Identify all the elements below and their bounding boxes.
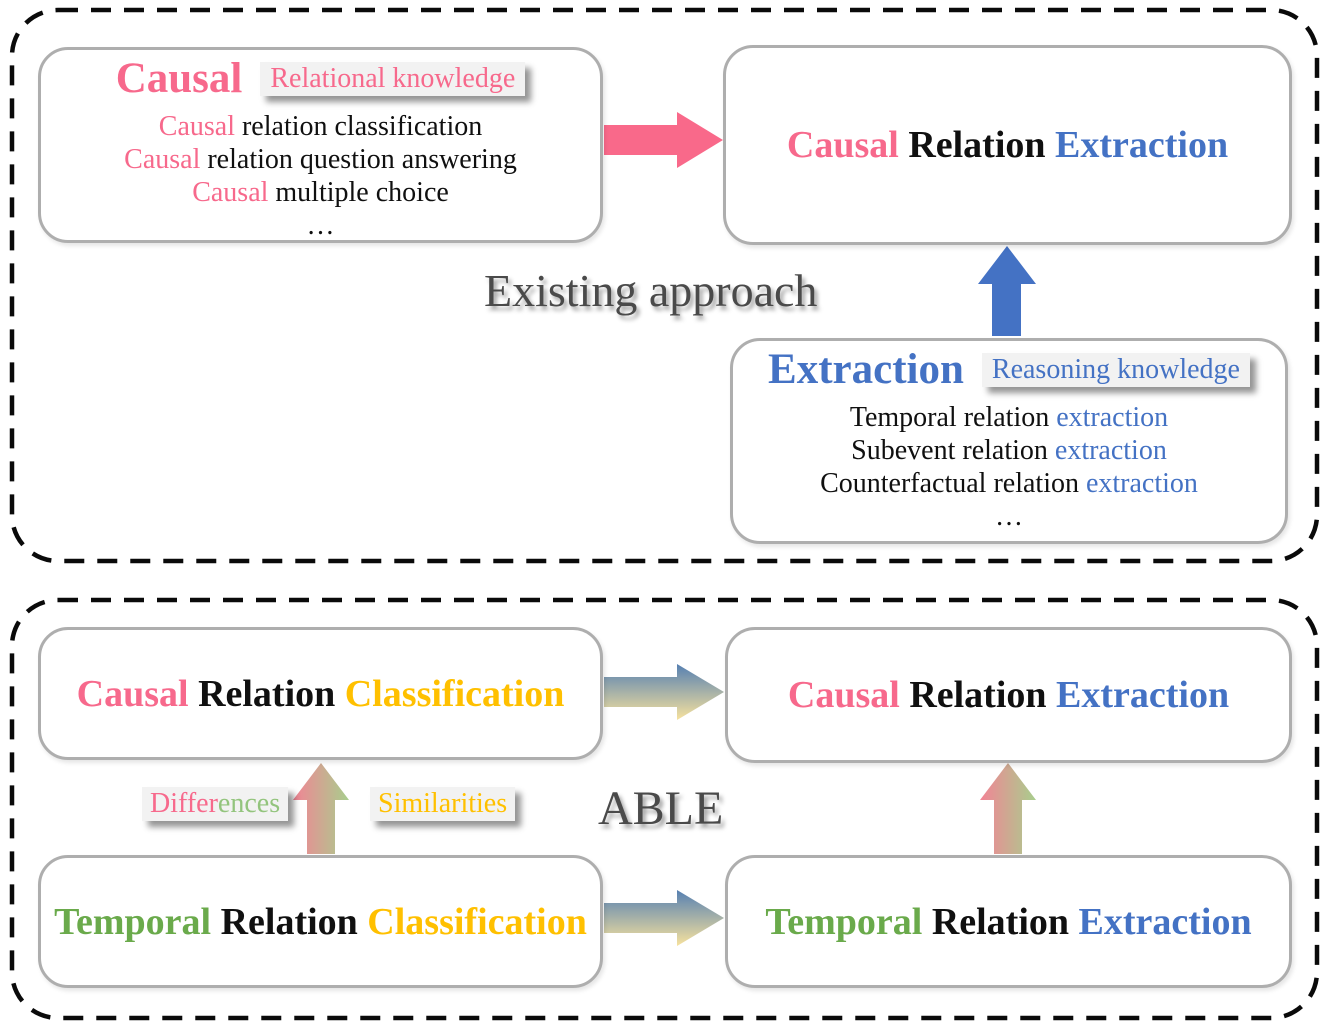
temporal-relation-classification-box: Temporal Relation Classification [38,855,603,988]
extraction-task-item-text: Temporal relation [849,402,1057,433]
causal-relation-extraction-box-top: Causal Relation Extraction [723,45,1292,245]
causal-relation-extraction-title: Causal Relation Extraction [787,123,1228,167]
arrow-differences-similarities-left-icon [293,763,349,854]
existing-approach-caption: Existing approach [484,265,818,316]
title-word-temporal: Temporal [765,900,923,943]
title-word-relation: Relation [931,900,1070,943]
causal-task-item: Causal relation classification [41,110,600,143]
temporal-relation-classification-title: Temporal Relation Classification [54,900,587,944]
title-word-relation: Relation [908,124,1046,166]
similarities-label: Similarities [370,787,516,821]
title-word-classification: Classification [367,900,587,943]
extraction-knowledge-heading-row: Extraction Reasoning knowledge [733,347,1285,393]
differences-label-green-part: ences [217,788,281,819]
causal-task-item-text: relation question answering [200,144,517,175]
arrow-extraction-knowledge-icon [978,246,1036,336]
extraction-task-item-em: extraction [1085,468,1198,499]
causal-task-item-text: relation classification [234,111,483,142]
title-word-causal: Causal [787,674,900,716]
arrow-causal-transfer-icon [604,664,724,720]
causal-task-item: Causal multiple choice [41,176,600,209]
causal-task-item: Causal relation question answering [41,143,600,176]
extraction-task-item-text: Counterfactual relation [820,468,1086,499]
title-word-causal: Causal [76,672,189,715]
causal-relation-extraction-title: Causal Relation Extraction [788,673,1229,717]
extraction-task-item-em: extraction [1056,402,1169,433]
causal-relation-classification-box: Causal Relation Classification [38,627,603,760]
arrow-differences-similarities-right-icon [980,763,1036,854]
title-word-relation: Relation [198,672,336,715]
arrow-causal-knowledge-icon [604,112,723,168]
title-word-relation: Relation [220,900,358,943]
extraction-task-ellipsis: … [995,501,1023,532]
causal-heading: Causal [115,55,243,102]
able-caption: ABLE [598,782,724,835]
extraction-task-item-em: extraction [1054,435,1167,466]
causal-relation-classification-title: Causal Relation Classification [77,672,565,716]
title-word-extraction: Extraction [1056,674,1230,716]
temporal-relation-extraction-box: Temporal Relation Extraction [725,855,1292,988]
relational-knowledge-tag: Relational knowledge [260,62,526,96]
top-panel-dashed-border [9,7,1320,564]
causal-knowledge-box: Causal Relational knowledge Causal relat… [38,47,603,243]
title-word-classification: Classification [344,672,565,715]
bottom-panel-dashed-border [9,597,1320,1021]
causal-task-item-em: Causal [124,144,201,175]
extraction-task-item: Temporal relation extraction [733,401,1285,434]
title-word-causal: Causal [786,124,899,166]
causal-task-item-em: Causal [192,177,269,208]
extraction-task-item: Subevent relation extraction [733,434,1285,467]
causal-task-item-text: multiple choice [268,177,449,208]
causal-knowledge-heading-row: Causal Relational knowledge [41,56,600,102]
differences-label-pink-part: Differ [150,788,218,819]
causal-task-ellipsis: … [306,210,335,241]
title-word-extraction: Extraction [1078,900,1252,943]
causal-task-item-em: Causal [158,111,235,142]
extraction-task-item: Counterfactual relation extraction [733,467,1285,500]
reasoning-knowledge-tag: Reasoning knowledge [981,353,1250,387]
temporal-relation-extraction-title: Temporal Relation Extraction [765,900,1251,944]
title-word-extraction: Extraction [1055,124,1229,166]
title-word-relation: Relation [909,674,1047,716]
title-word-temporal: Temporal [54,900,212,943]
extraction-task-item-text: Subevent relation [851,435,1055,466]
extraction-heading: Extraction [768,346,964,393]
causal-relation-extraction-box-bottom: Causal Relation Extraction [725,627,1292,763]
extraction-knowledge-box: Extraction Reasoning knowledge Temporal … [730,338,1288,544]
arrow-temporal-transfer-icon [604,890,724,946]
differences-label: Differences [142,787,289,821]
